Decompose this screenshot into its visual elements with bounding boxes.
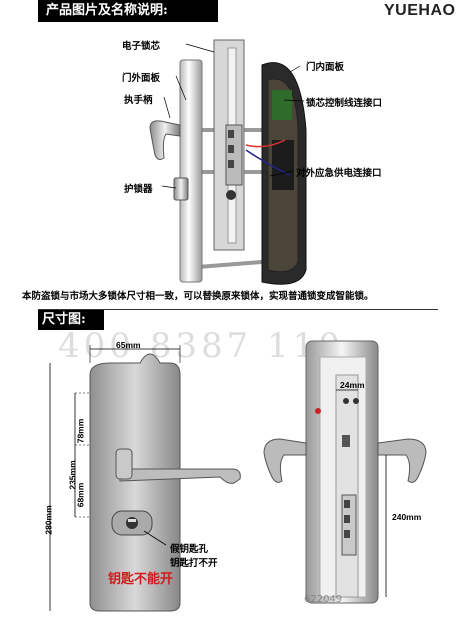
note-key-cannot-open: 钥匙打不开 — [170, 558, 218, 569]
callout-electronic-core: 电子锁芯 — [122, 41, 161, 52]
dim-width-65: 65mm — [116, 340, 141, 350]
callout-handle: 执手柄 — [124, 95, 153, 106]
brand-logo: YUEHAO — [384, 2, 456, 19]
callout-guard: 护锁器 — [124, 184, 153, 195]
section-title-product: 产品图片及名称说明: — [38, 0, 218, 22]
watermark-small: 622049 — [304, 594, 343, 605]
dim-height-280: 280mm — [43, 505, 54, 535]
callout-outer-panel: 门外面板 — [122, 73, 161, 84]
section-divider — [38, 309, 438, 310]
watermark-phone: 400 8387 110 — [58, 326, 344, 366]
warning-key-cannot-open: 钥匙不能开 — [108, 572, 174, 587]
callout-inner-panel: 门内面板 — [306, 62, 345, 73]
product-illustration — [149, 39, 307, 285]
dim-width-24: 24mm — [340, 380, 365, 390]
callout-emergency-connector: 对外应急供电连接口 — [296, 168, 382, 179]
outer-panel-drawing — [49, 345, 241, 612]
dim-height-78: 78mm — [75, 418, 86, 444]
dim-height-68: 68mm — [75, 482, 86, 508]
section-title-dimensions: 尺寸图: — [38, 310, 104, 330]
product-description: 本防盗锁与市场大多锁体尺寸相一致，可以替换原来锁体，实现普通锁变成智能锁。 — [22, 291, 374, 302]
dim-height-240: 240mm — [392, 512, 422, 522]
note-fake-keyhole: 假钥匙孔 — [170, 544, 209, 555]
assembled-lock-photo — [263, 340, 427, 604]
callout-core-connector: 锁芯控制线连接口 — [306, 98, 383, 109]
